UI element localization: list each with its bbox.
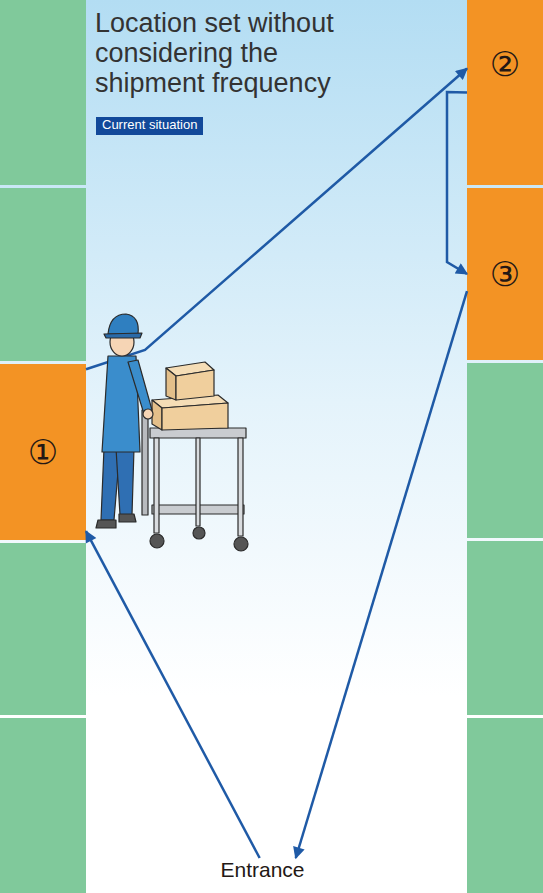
flow-arrow bbox=[86, 68, 467, 369]
diagram-title: Location set without considering the shi… bbox=[95, 8, 357, 98]
cart-handle bbox=[142, 410, 148, 515]
flow-arrow bbox=[86, 531, 260, 858]
flow-arrow bbox=[447, 92, 467, 274]
shelf-slot bbox=[0, 0, 86, 185]
shelf-slot bbox=[0, 188, 86, 361]
worker-cap bbox=[108, 314, 138, 334]
cart-wheel bbox=[150, 534, 164, 548]
parcel bbox=[176, 370, 214, 400]
worker-leg bbox=[116, 448, 134, 515]
worker-shoe bbox=[119, 514, 136, 522]
worker-shoe bbox=[96, 520, 116, 528]
entrance-label-box: Entrance bbox=[215, 858, 310, 890]
worker-arm bbox=[128, 360, 152, 414]
shelf-slot bbox=[467, 541, 543, 715]
shelf-slot: ① bbox=[0, 364, 86, 540]
parcel bbox=[166, 368, 176, 400]
node-text: ③ bbox=[490, 254, 520, 294]
cart-wheel bbox=[193, 527, 205, 539]
shelf-slot bbox=[467, 718, 543, 893]
shelf-slot: ③ bbox=[467, 188, 543, 360]
shelf-slot: ② bbox=[467, 0, 543, 185]
worker-hand bbox=[143, 409, 153, 419]
parcel bbox=[162, 403, 228, 430]
cart-leg bbox=[196, 438, 200, 526]
cart-leg bbox=[238, 438, 243, 536]
shelf-slot bbox=[0, 543, 86, 715]
worker-cap-brim bbox=[104, 333, 142, 338]
node-text: ② bbox=[490, 44, 520, 84]
node-text: Entrance bbox=[215, 858, 310, 882]
node-text: ① bbox=[28, 432, 58, 472]
cart-leg bbox=[154, 438, 159, 533]
cart-wheel bbox=[234, 537, 248, 551]
shelf-slot bbox=[467, 363, 543, 538]
node-text: Current situation bbox=[102, 117, 197, 133]
flow-arrow bbox=[296, 291, 467, 858]
shelf-slot bbox=[0, 718, 86, 893]
status-badge: Current situation bbox=[96, 117, 203, 135]
